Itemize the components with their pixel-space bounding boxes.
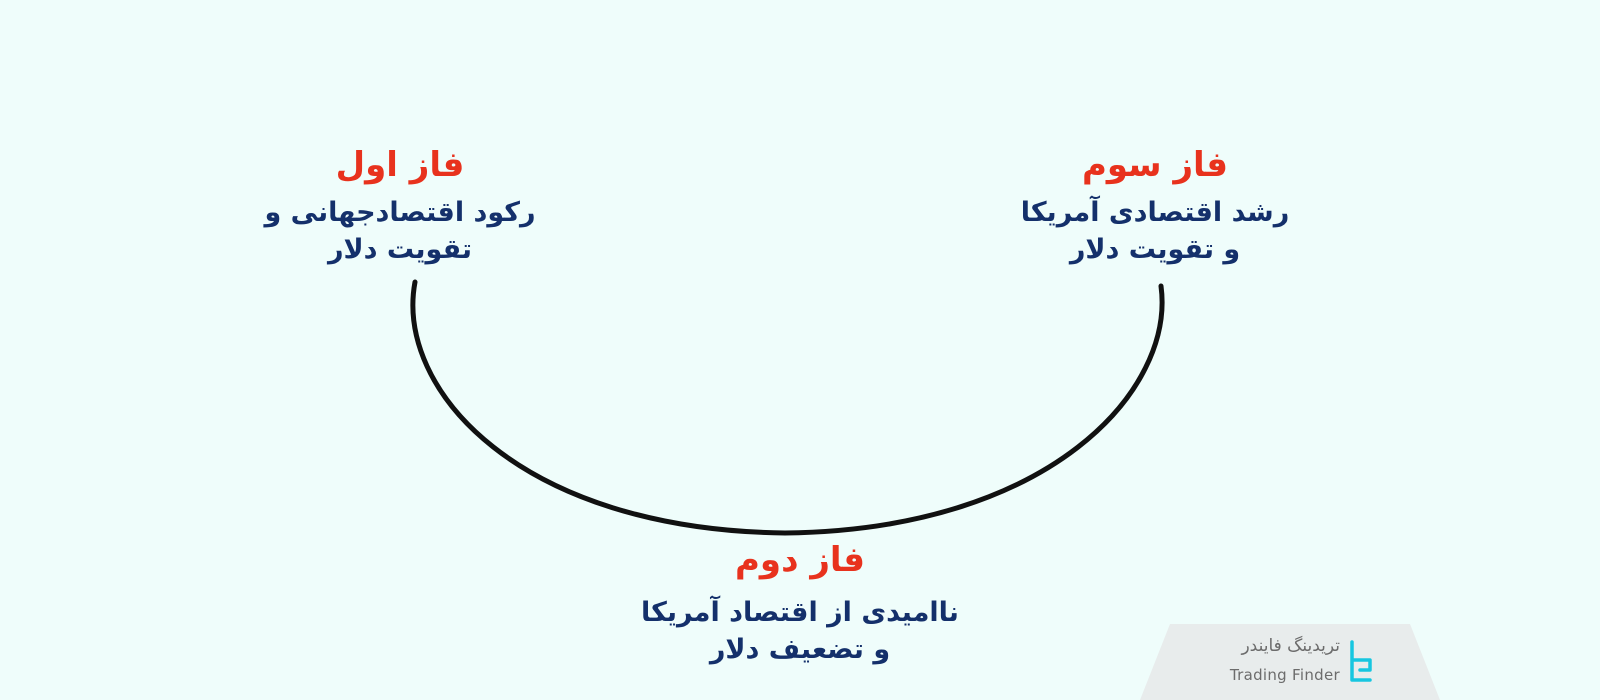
phase-two-description-line-1: ناامیدی از اقتصاد آمریکا xyxy=(641,597,959,628)
phase-three-description-line-1: رشد اقتصادی آمریکا xyxy=(1020,197,1290,228)
phase-two-description-line-2: و تضعیف دلار xyxy=(709,634,891,665)
phase-two-title: فاز دوم xyxy=(735,540,865,580)
phase-one-description-line-2: تقویت دلار xyxy=(327,234,473,265)
phase-two: فاز دوم ناامیدی از اقتصاد آمریکا و تضعیف… xyxy=(640,538,960,668)
phase-two-description: ناامیدی از اقتصاد آمریکا و تضعیف دلار xyxy=(640,594,960,668)
cycle-curve xyxy=(410,279,1165,536)
trading-finder-logo-icon xyxy=(1350,640,1372,682)
phase-one-title: فاز اول xyxy=(335,145,465,185)
phase-three-title: فاز سوم xyxy=(1081,145,1229,185)
logo-name-persian: تریدینگ فایندر xyxy=(1241,636,1340,656)
logo-name-english: Trading Finder xyxy=(1229,666,1340,684)
phase-one: فاز اول رکود اقتصادجهانی و تقویت دلار xyxy=(250,142,550,268)
phase-one-description-line-1: رکود اقتصادجهانی و xyxy=(264,197,536,228)
phase-one-description: رکود اقتصادجهانی و تقویت دلار xyxy=(250,194,550,268)
phase-three-description-line-2: و تقویت دلار xyxy=(1069,234,1241,265)
phase-three-description: رشد اقتصادی آمریکا و تقویت دلار xyxy=(1010,194,1300,268)
phase-three: فاز سوم رشد اقتصادی آمریکا و تقویت دلار xyxy=(1010,142,1300,268)
logo-badge xyxy=(1140,624,1440,700)
